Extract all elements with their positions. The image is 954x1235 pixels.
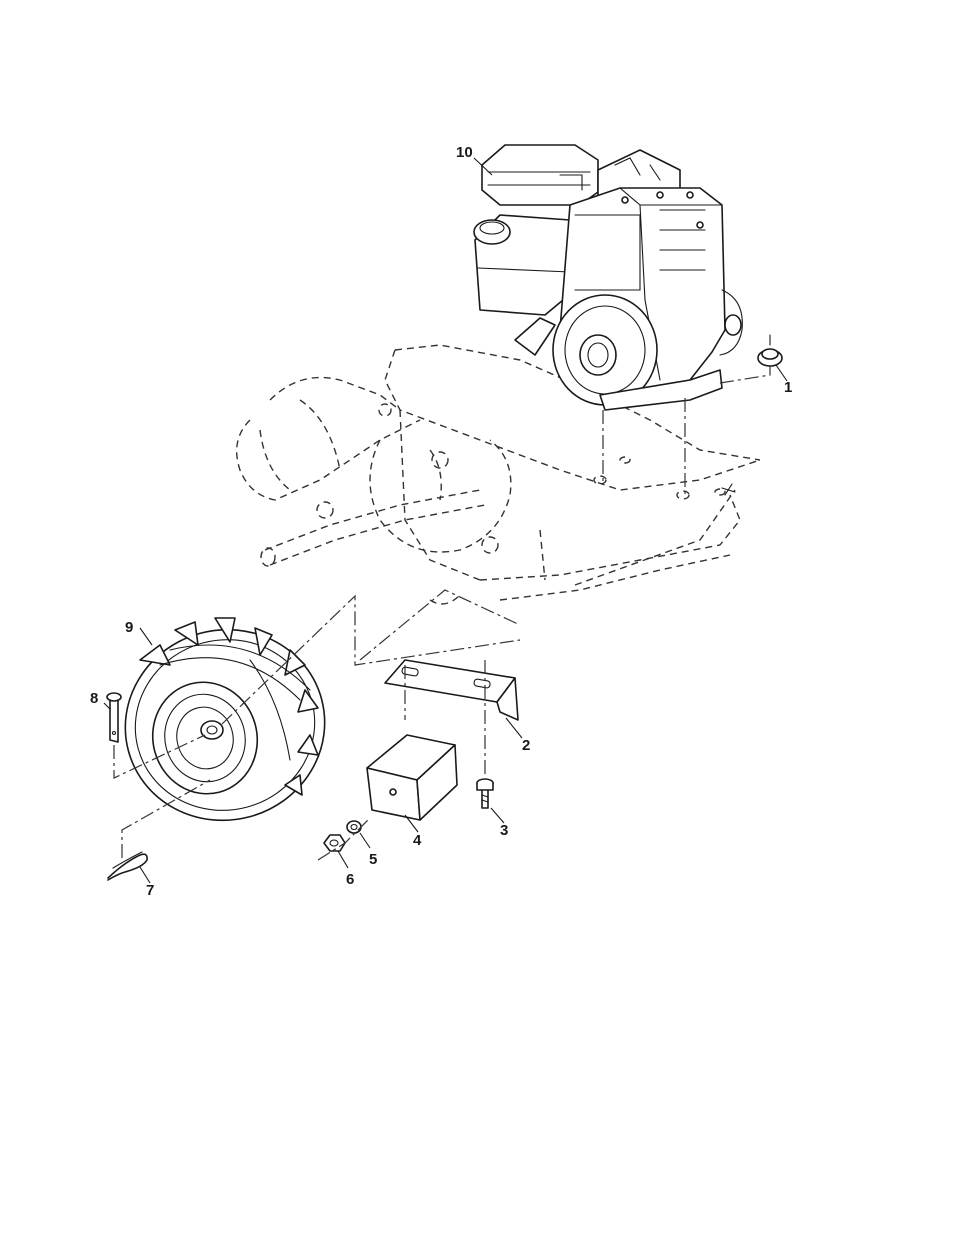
bolt-part-3 — [477, 779, 504, 823]
engine — [474, 145, 742, 495]
callout-3: 3 — [500, 822, 508, 839]
callout-7: 7 — [146, 882, 154, 899]
callout-5: 5 — [369, 851, 377, 868]
callout-6: 6 — [346, 871, 354, 888]
weight-part-4 — [367, 735, 457, 832]
callout-10: 10 — [456, 144, 473, 161]
nut-part-1 — [720, 335, 787, 383]
callout-9: 9 — [125, 619, 133, 636]
callout-1: 1 — [784, 379, 792, 396]
washer-part-5 — [347, 821, 370, 848]
callout-2: 2 — [522, 737, 530, 754]
callout-8: 8 — [90, 690, 98, 707]
nut-part-6 — [318, 818, 370, 868]
callout-4: 4 — [413, 832, 422, 849]
